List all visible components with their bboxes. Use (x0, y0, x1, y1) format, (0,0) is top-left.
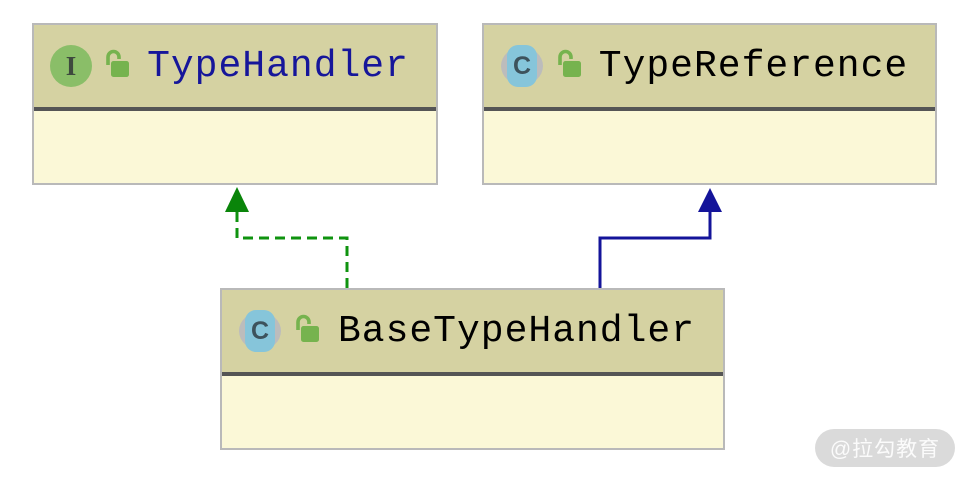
watermark-text: @拉勾教育 (829, 438, 941, 461)
node-body (34, 111, 436, 183)
node-body (222, 376, 723, 448)
class-icon: C (500, 45, 544, 87)
unlocked-visibility-icon (104, 49, 130, 84)
node-header: C TypeReference (484, 25, 935, 111)
node-body (484, 111, 935, 183)
node-header: C BaseTypeHandler (222, 290, 723, 376)
class-icon: C (238, 310, 282, 352)
edge-implements-typehandler[interactable] (225, 187, 349, 288)
node-title: TypeHandler (147, 44, 409, 88)
unlocked-visibility-icon (294, 314, 320, 349)
uml-node-typereference[interactable]: C TypeReference (482, 23, 937, 185)
interface-icon: I (50, 45, 92, 87)
watermark-badge: @拉勾教育 (815, 429, 955, 467)
node-header: I TypeHandler (34, 25, 436, 111)
uml-node-typehandler[interactable]: I TypeHandler (32, 23, 438, 185)
edge-extends-typereference[interactable] (598, 188, 722, 288)
uml-node-basetypehandler[interactable]: C BaseTypeHandler (220, 288, 725, 450)
node-title: BaseTypeHandler (337, 309, 696, 353)
unlocked-visibility-icon (556, 49, 582, 84)
node-title: TypeReference (598, 44, 909, 88)
class-icon-letter: C (245, 310, 275, 352)
class-icon-letter: C (507, 45, 537, 87)
